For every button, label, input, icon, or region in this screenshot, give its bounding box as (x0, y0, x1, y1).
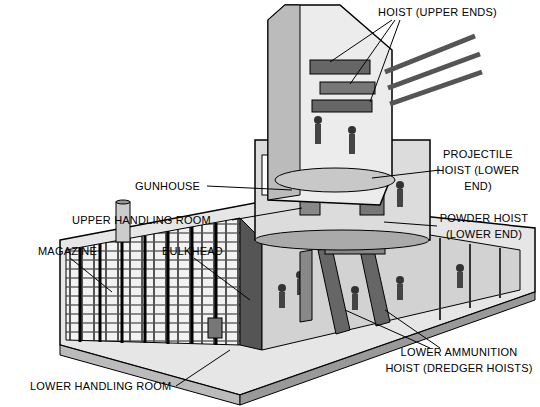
leader-lines (70, 20, 440, 386)
part-label: UPPER HANDLING ROOM (72, 212, 211, 228)
part-label: LOWER AMMUNITION HOIST (DREDGER HOISTS) (384, 344, 534, 376)
part-label: BULKHEAD (162, 243, 223, 259)
part-label: GUNHOUSE (135, 178, 200, 194)
magazine-racks (66, 200, 260, 345)
part-label: MAGAZINE (38, 243, 97, 259)
part-label: LOWER HANDLING ROOM (30, 378, 171, 394)
part-label: POWDER HOIST (LOWER END) (436, 210, 532, 242)
dredger-hoists (300, 240, 390, 334)
part-label: HOIST (UPPER ENDS) (378, 4, 497, 20)
part-label: PROJECTILE HOIST (LOWER END) (436, 146, 520, 194)
